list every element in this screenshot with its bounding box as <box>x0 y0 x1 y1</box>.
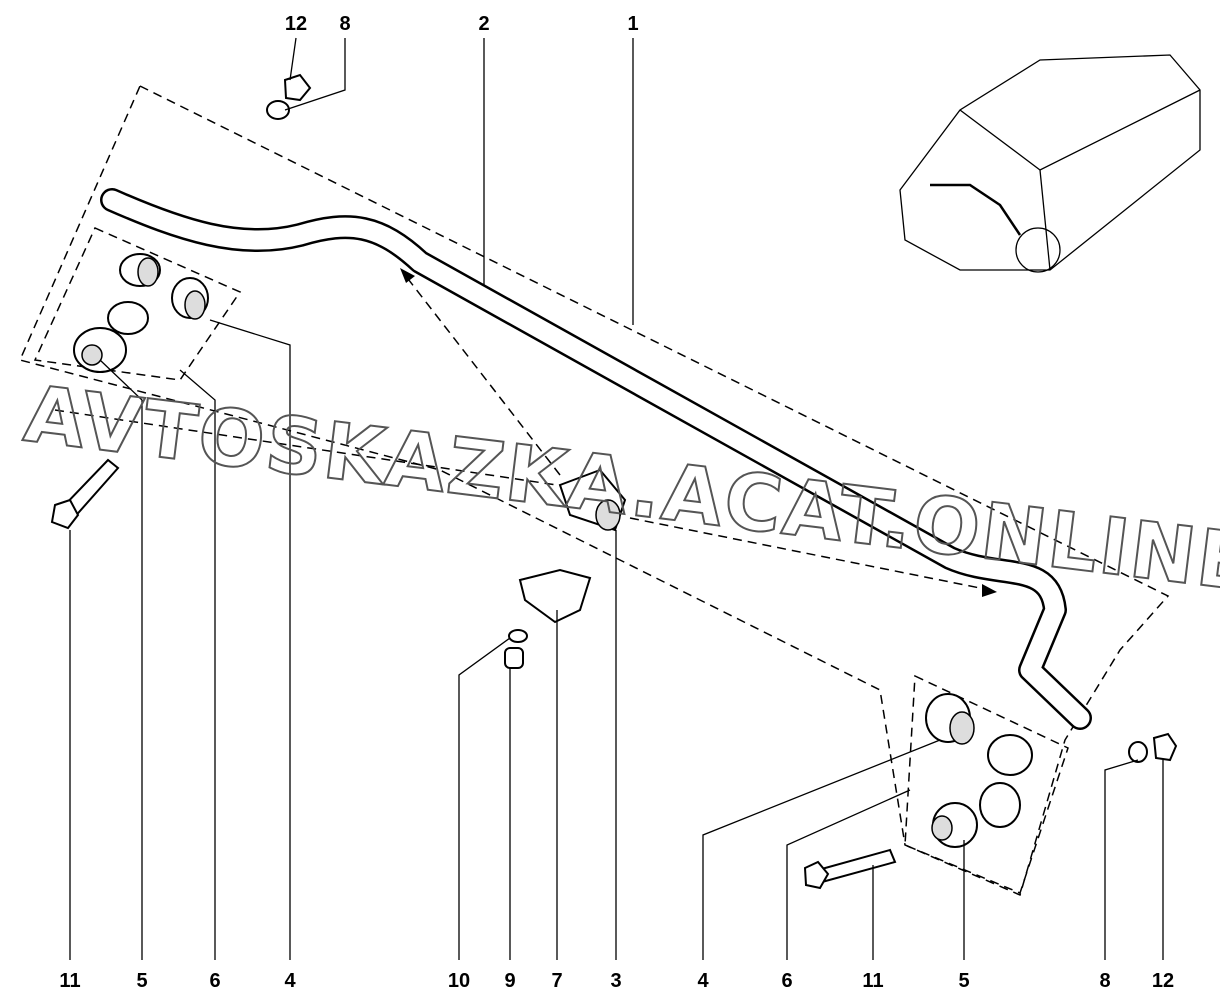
leader-lines <box>69 37 1164 960</box>
label-5-left: 5 <box>136 970 147 992</box>
right-bolt <box>803 848 897 890</box>
top-nut-washer <box>266 73 312 120</box>
arrow-to-bar <box>404 274 561 476</box>
label-6-left: 6 <box>209 970 220 992</box>
nut-12-right <box>1152 732 1178 762</box>
assembly-boundary <box>18 84 1170 897</box>
car-location-thumbnail <box>899 54 1201 273</box>
left-link-group-boundary <box>33 227 242 381</box>
label-4-right: 4 <box>697 970 709 992</box>
label-6-right: 6 <box>781 970 792 992</box>
left-bolt <box>50 458 120 530</box>
right-bushing-set <box>925 693 1033 848</box>
label-5-right: 5 <box>958 970 969 992</box>
label-1: 1 <box>627 13 638 35</box>
label-2: 2 <box>478 13 489 35</box>
label-7: 7 <box>551 970 562 992</box>
watermark: AVTOSKAZKA.ACAT.ONLINE <box>20 370 1220 610</box>
washer-10 <box>508 629 528 643</box>
label-8-right: 8 <box>1099 970 1110 992</box>
label-12-right: 12 <box>1152 970 1174 992</box>
bracket <box>518 568 592 624</box>
label-9: 9 <box>504 970 515 992</box>
right-link-group-boundary <box>904 674 1069 895</box>
arrow-to-bar-right <box>629 517 991 591</box>
label-8-top: 8 <box>339 13 350 35</box>
label-10: 10 <box>448 970 470 992</box>
label-11-right: 11 <box>862 970 883 992</box>
bar-cushion <box>558 468 627 532</box>
left-bushing-set <box>73 253 209 373</box>
label-12-top: 12 <box>285 13 307 35</box>
label-3: 3 <box>610 970 621 992</box>
washer-8-right <box>1128 741 1148 763</box>
label-11-left: 11 <box>59 970 80 992</box>
label-4-left: 4 <box>284 970 296 992</box>
nut-9 <box>504 647 524 669</box>
